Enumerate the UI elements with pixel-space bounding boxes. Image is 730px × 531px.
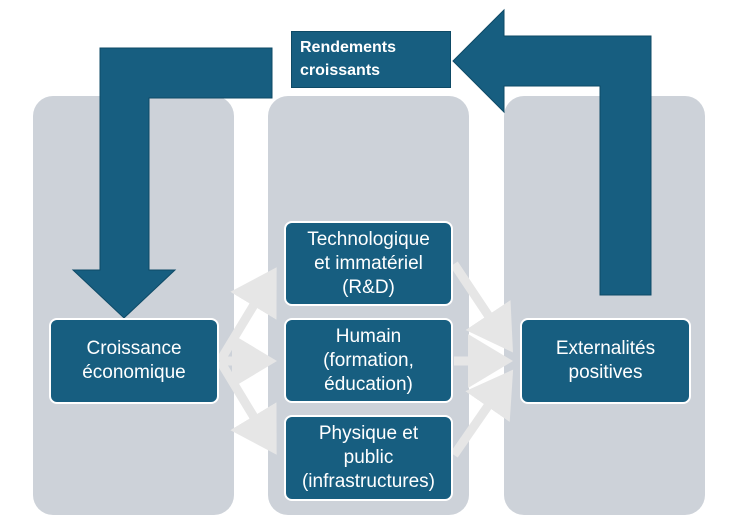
- arrow-tech-to-externalities: [450, 261, 513, 353]
- node-physical: Physique et public (infrastructures): [284, 415, 453, 501]
- node-human: Humain (formation, éducation): [284, 318, 453, 403]
- loop-label: Rendements croissants: [291, 31, 451, 88]
- arrow-physical-to-externalities: [450, 369, 514, 458]
- arrow-growth-to-physical: [216, 358, 277, 455]
- node-externalities: Externalités positives: [520, 318, 691, 404]
- feedback-arrow-left: [71, 47, 273, 319]
- feedback-arrow-right: [452, 8, 652, 296]
- node-tech: Technologique et immatériel (R&D): [284, 221, 453, 306]
- arrow-growth-to-tech: [216, 267, 277, 364]
- node-growth: Croissance économique: [49, 318, 219, 404]
